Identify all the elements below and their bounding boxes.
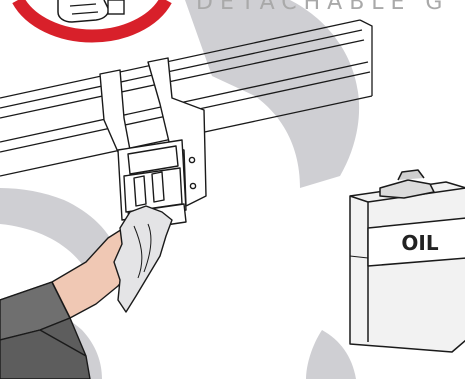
grip-clamp-icon (100, 58, 206, 230)
prohibition-sign-icon (18, 0, 166, 36)
heading-text: DETACHABLE G (196, 0, 465, 15)
oil-can-icon (350, 170, 465, 352)
cleaning-cloth-icon (114, 206, 172, 312)
oil-label: OIL (398, 228, 442, 258)
